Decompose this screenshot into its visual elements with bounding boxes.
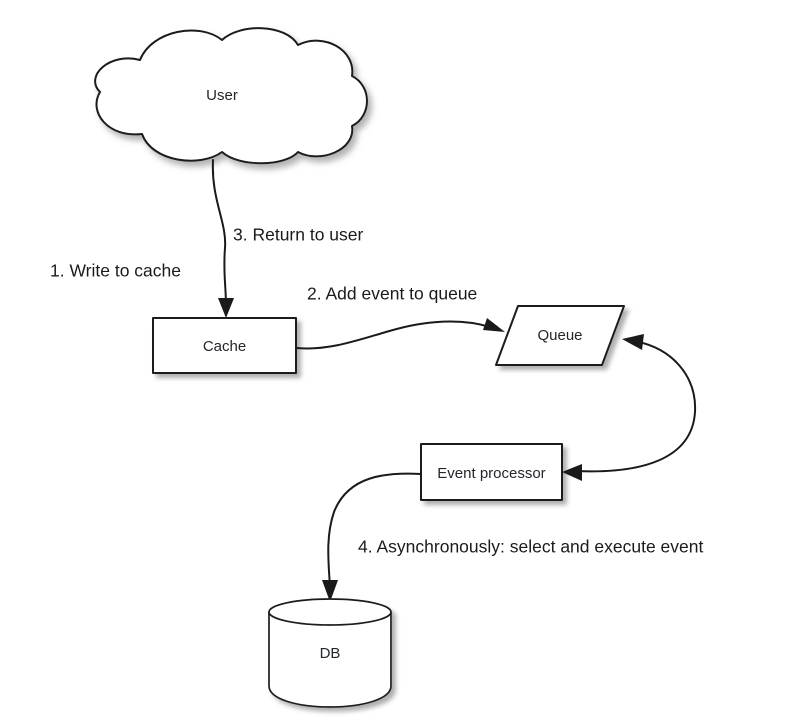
edge-eventprocessor-to-queue-arrowhead — [622, 334, 644, 350]
user-cloud-shape — [94, 27, 368, 165]
db-cylinder-shape — [268, 598, 392, 708]
edge-eventprocessor-to-db[interactable] — [322, 472, 422, 602]
cache-box-shape — [152, 317, 297, 374]
node-db[interactable]: DB — [268, 598, 392, 708]
node-queue[interactable]: Queue — [495, 305, 625, 366]
node-cache[interactable]: Cache — [152, 317, 297, 374]
edge-eventprocessor-to-db-arrowhead — [322, 580, 338, 602]
queue-parallelogram-shape — [495, 305, 625, 366]
edge-user-to-cache-line — [211, 159, 227, 307]
node-user-label: User — [206, 87, 238, 104]
edge-eventprocessor-to-queue-line — [574, 341, 697, 473]
event-processor-box-shape — [420, 443, 563, 501]
edge-cache-to-queue-line — [296, 320, 491, 350]
edge-label-step1: 1. Write to cache — [50, 261, 181, 281]
edge-label-step4: 4. Asynchronously: select and execute ev… — [358, 537, 703, 557]
node-cache-label: Cache — [203, 338, 246, 355]
edge-eventprocessor-to-queue[interactable] — [574, 334, 697, 473]
node-event-processor-label: Event processor — [437, 465, 545, 482]
edge-into-event-processor-arrowhead — [562, 464, 582, 481]
edge-label-step2: 2. Add event to queue — [307, 284, 477, 304]
edge-eventprocessor-to-db-line — [327, 472, 422, 589]
edge-user-to-cache[interactable] — [211, 159, 234, 318]
edge-cache-to-queue[interactable] — [296, 318, 505, 350]
node-event-processor[interactable]: Event processor — [420, 443, 563, 501]
edge-cache-to-queue-arrowhead — [483, 318, 505, 332]
node-user[interactable]: User — [94, 27, 368, 165]
node-db-label: DB — [320, 645, 341, 662]
edge-label-step3: 3. Return to user — [233, 225, 364, 245]
node-queue-label: Queue — [537, 327, 582, 344]
edge-user-to-cache-arrowhead — [218, 298, 234, 318]
